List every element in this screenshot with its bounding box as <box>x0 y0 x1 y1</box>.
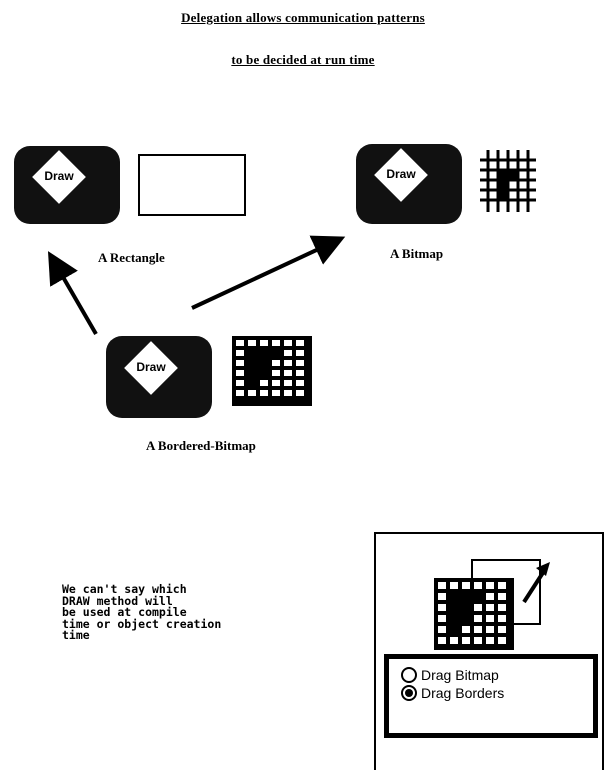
explanation-note: We can't say which DRAW method will be u… <box>62 582 222 642</box>
bitmap-grid-icon <box>480 150 536 212</box>
rectangle-label: A Rectangle <box>98 250 165 265</box>
draw-label: Draw <box>44 169 74 183</box>
bitmap-label: A Bitmap <box>390 246 444 261</box>
arrow-to-bitmap <box>191 235 346 310</box>
resizable-bitmap-icon <box>434 559 550 650</box>
resize-arrow-icon <box>522 566 548 604</box>
radio-button-icon[interactable] <box>401 667 417 683</box>
draw-label: Draw <box>386 167 416 181</box>
drag-options-panel: Drag Bitmap Drag Borders <box>374 532 604 770</box>
drag-borders-option[interactable]: Drag Borders <box>401 685 504 701</box>
arrow-to-rectangle <box>47 251 98 336</box>
title-line-2: to be decided at run time <box>231 52 375 67</box>
bordered-bitmap-grid-icon <box>232 336 312 406</box>
rectangle-shape <box>138 154 246 216</box>
bordered-bitmap-label: A Bordered-Bitmap <box>146 438 256 453</box>
drag-borders-label: Drag Borders <box>421 685 505 701</box>
drag-bitmap-label: Drag Bitmap <box>421 667 499 683</box>
radio-button-icon[interactable] <box>401 685 417 701</box>
title-line-1: Delegation allows communication patterns <box>181 10 425 25</box>
drag-options-box: Drag Bitmap Drag Borders <box>384 654 598 738</box>
rectangle-draw-button[interactable]: Draw <box>14 146 120 224</box>
bordered-bitmap-draw-button[interactable]: Draw <box>106 336 212 418</box>
draw-label: Draw <box>136 360 166 374</box>
drag-bitmap-option[interactable]: Drag Bitmap <box>401 667 499 683</box>
bitmap-draw-button[interactable]: Draw <box>356 144 462 224</box>
